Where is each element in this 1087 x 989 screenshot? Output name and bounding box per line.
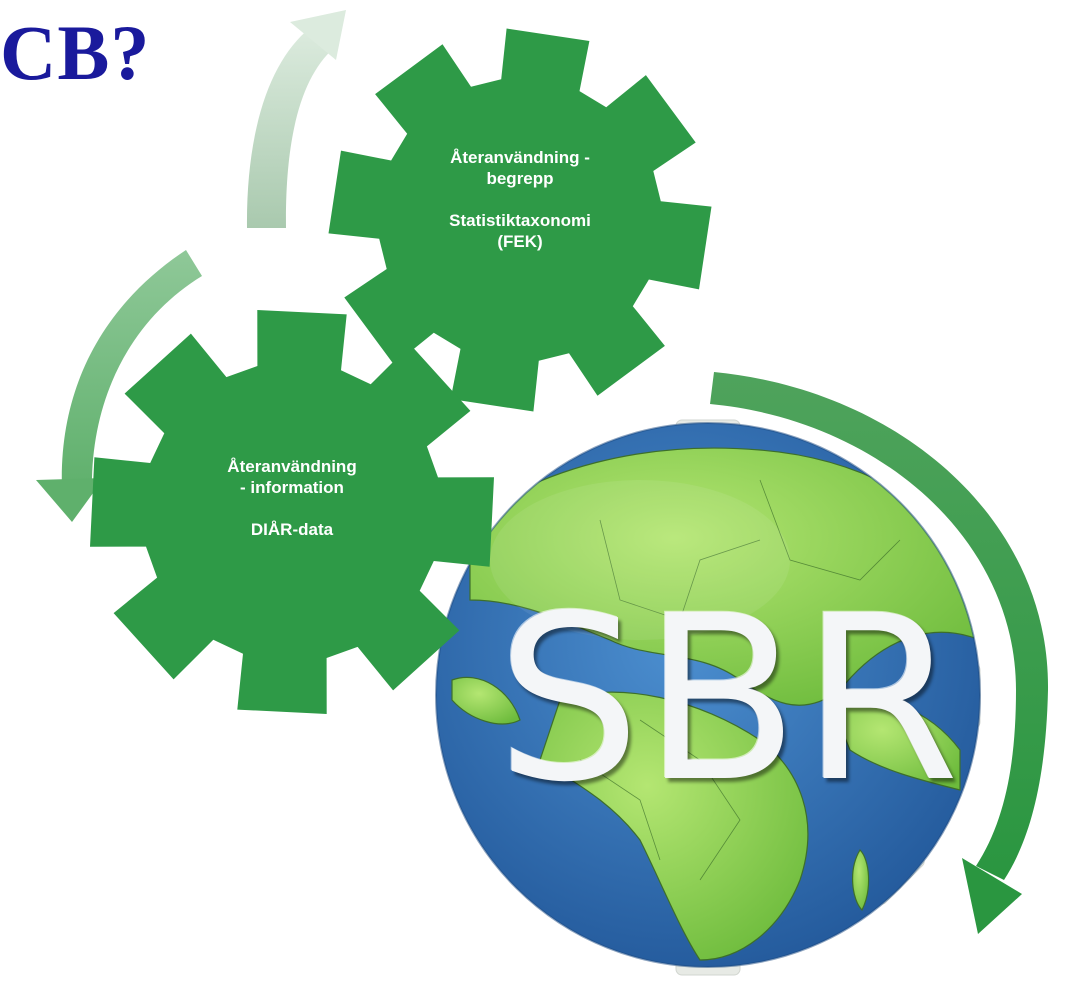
gear-reuse-concepts-icon	[328, 28, 712, 412]
page-title: CB?	[0, 9, 151, 96]
gear-reuse-information-icon	[90, 310, 494, 714]
gear-reuse-information-label: Återanvändning - information DIÅR-data	[166, 456, 418, 540]
gear-reuse-information-line3: DIÅR-data	[250, 520, 334, 539]
gear-reuse-concepts-line1: Återanvändning -	[450, 148, 590, 167]
gear-reuse-concepts-line3: Statistiktaxonomi	[449, 211, 591, 230]
gear-reuse-information-line1: Återanvändning	[227, 457, 357, 476]
gear-reuse-concepts-label: Återanvändning - begrepp Statistiktaxono…	[394, 147, 646, 252]
arrow-down-left-icon	[36, 250, 202, 522]
globe-label: SBR	[496, 566, 962, 832]
arrow-down-right-icon	[710, 372, 1049, 934]
gear-reuse-concepts-line2: begrepp	[486, 169, 554, 188]
globe-gear-icon	[435, 419, 981, 976]
gear-reuse-information-line2: - information	[240, 478, 344, 497]
gear-reuse-concepts-line4: (FEK)	[497, 232, 543, 251]
arrow-up-icon	[246, 10, 346, 228]
